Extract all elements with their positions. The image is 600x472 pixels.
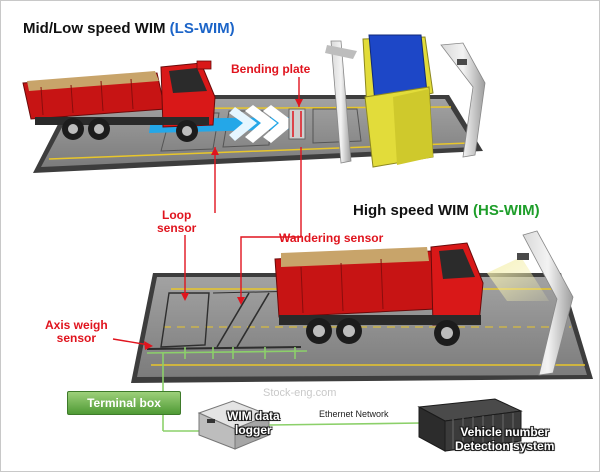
wim-data-logger-label: WIM data logger [227, 409, 280, 437]
hs-truck [274, 242, 484, 346]
hs-camera-gantry [487, 230, 574, 376]
loop-sensor-label-line2: sensor [157, 221, 197, 235]
hs-wim-title: High speed WIM (HS-WIM) [353, 202, 540, 219]
ls-wim-title: Mid/Low speed WIM (LS-WIM) [23, 20, 235, 37]
ls-truck [22, 60, 216, 142]
bending-plate-label: Bending plate [231, 62, 311, 76]
hs-wim-title-text: High speed WIM [353, 202, 473, 219]
hs-wim-code: (HS-WIM) [473, 202, 540, 219]
axis-weigh-label-line2: sensor [56, 331, 97, 345]
loop-sensor-label-line1: Loop [162, 208, 192, 222]
axis-weigh-label-line1: Axis weigh [45, 318, 108, 332]
callout-arrowheads [144, 99, 303, 350]
vehicle-label-line1: Vehicle number [460, 425, 550, 439]
terminal-box-label: Terminal box [67, 391, 181, 415]
vehicle-number-detection-label: Vehicle number Detection system [455, 425, 554, 453]
wim-logger-box [197, 400, 271, 450]
wandering-sensor-label: Wandering sensor [279, 231, 384, 245]
wim-logger-label-line1: WIM data [227, 409, 280, 423]
ls-gantry [325, 34, 486, 168]
ethernet-line [268, 422, 422, 426]
ethernet-network-label: Ethernet Network [319, 409, 389, 419]
watermark: Stock-eng.com [263, 387, 337, 399]
ls-wim-code: (LS-WIM) [169, 20, 235, 37]
vehicle-detection-rack [417, 398, 523, 452]
loop-sensor-label: Loop sensor [157, 209, 196, 235]
wim-logger-label-line2: logger [235, 423, 272, 437]
axis-weigh-sensor-label: Axis weigh sensor [45, 319, 108, 345]
bending-plate-illustration [288, 108, 306, 140]
vehicle-label-line2: Detection system [455, 439, 555, 453]
ls-wim-title-text: Mid/Low speed WIM [23, 20, 170, 37]
